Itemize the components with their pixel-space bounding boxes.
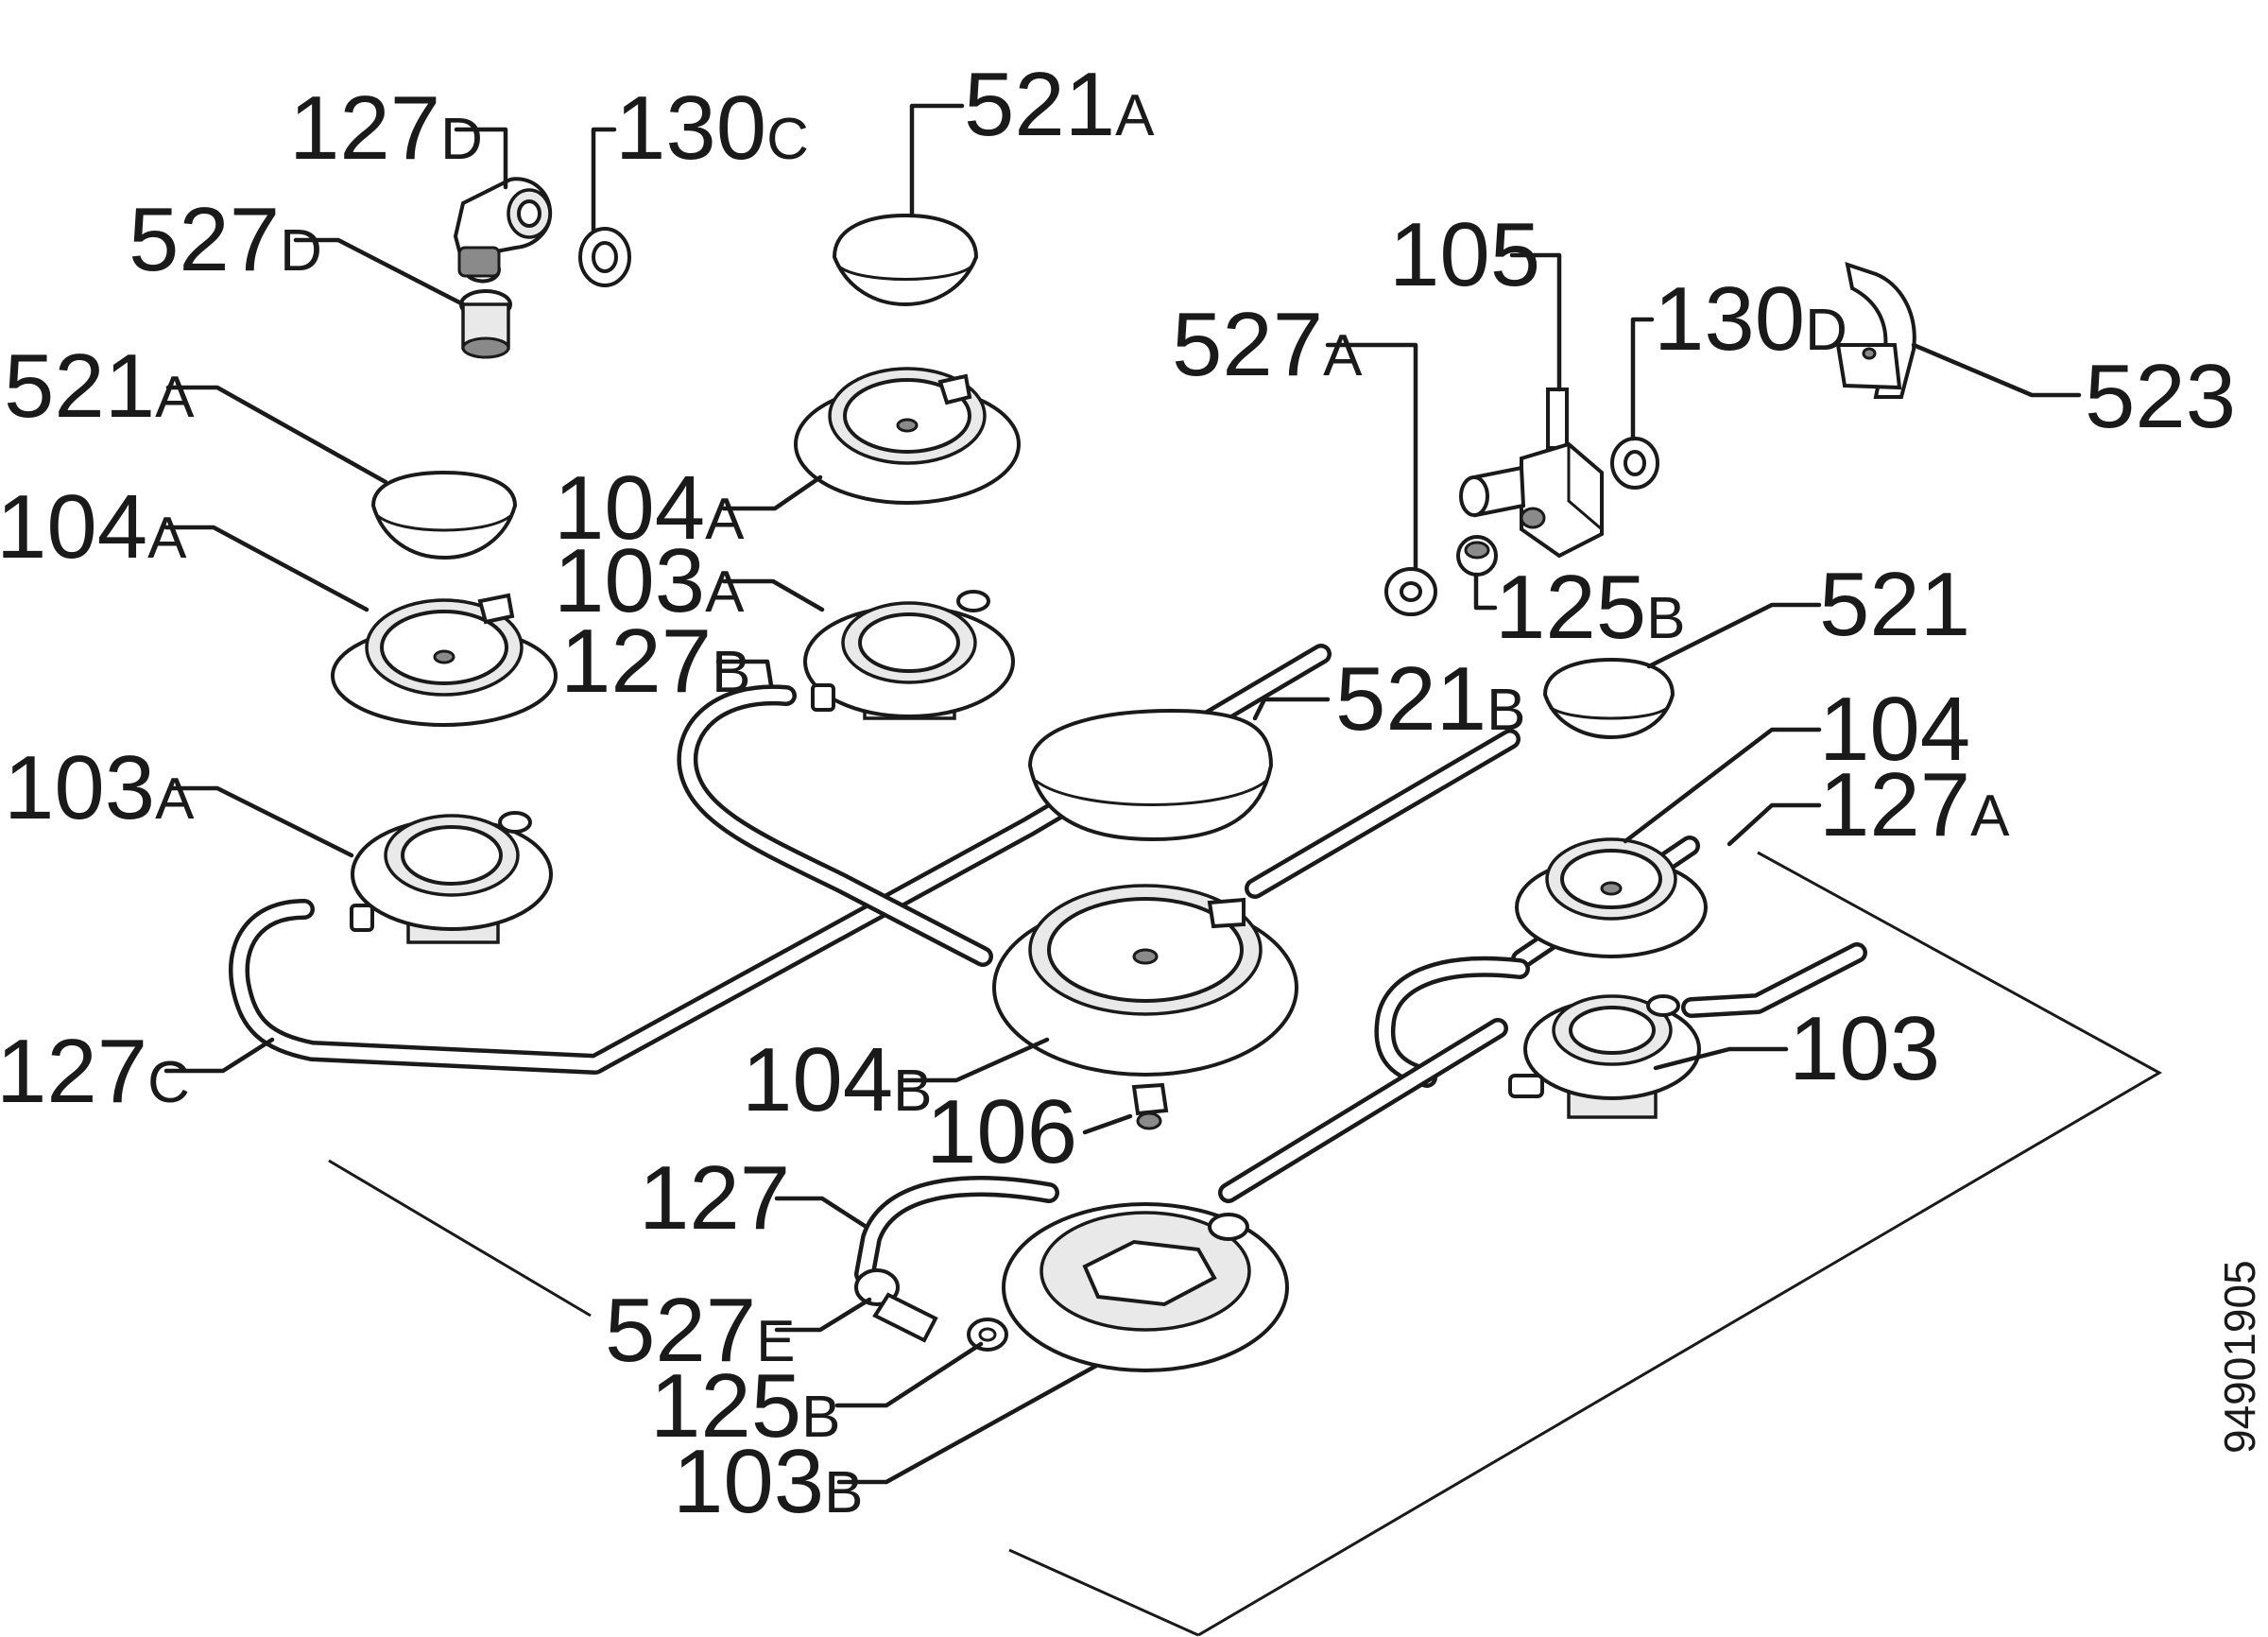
washer-130D [1610, 437, 1659, 490]
label-521A-left: 521A [4, 336, 195, 437]
burner-crown-104 [1515, 837, 1708, 958]
label-127B: 127B [560, 611, 751, 712]
burner-base-103A-left [350, 811, 553, 944]
label-127C: 127C [0, 1021, 190, 1122]
burner-base-103B [1002, 1202, 1289, 1372]
elbow-connector-127D [453, 177, 553, 284]
nut-125B-bottom [967, 1318, 1008, 1352]
label-104B: 104B [742, 1029, 933, 1130]
burner-cap-521A-left [370, 470, 518, 560]
label-130C: 130C [615, 78, 809, 179]
label-104A-left: 104A [0, 476, 187, 577]
gas-pipe-127 [854, 1176, 1059, 1284]
burner-cap-521 [1542, 657, 1675, 740]
label-127: 127 [639, 1147, 790, 1249]
label-104A-mid: 104A [554, 457, 745, 559]
label-103A-mid: 103A [554, 530, 745, 631]
burner-crown-104A-mid [794, 367, 1021, 505]
gas-pipe-127B [677, 684, 993, 967]
label-103A-left: 103A [4, 737, 195, 838]
injector-106 [1131, 1082, 1169, 1130]
washer-130C [578, 227, 631, 287]
nut-125B-top [1456, 535, 1498, 577]
gas-pipe-127C [229, 644, 1332, 1075]
hob-outline [328, 851, 2163, 1637]
nut-527D [459, 289, 512, 359]
label-527A: 527A [1172, 294, 1363, 395]
bracket-523 [1835, 262, 1916, 399]
burner-base-103 [1508, 994, 1701, 1119]
nut-527A [1384, 567, 1437, 616]
burner-base-103A-mid [803, 590, 1015, 720]
burner-cap-521B [1027, 708, 1274, 842]
label-127D: 127D [289, 78, 483, 179]
label-106: 106 [926, 1081, 1077, 1182]
burner-crown-104A-left [331, 593, 558, 727]
label-527D: 527D [129, 189, 322, 290]
label-521B: 521B [1335, 648, 1526, 750]
label-125B-bottom: 125B [650, 1355, 841, 1456]
label-527E: 527E [605, 1280, 796, 1381]
connector-527E [854, 1268, 938, 1343]
burner-crown-104B [992, 884, 1298, 1077]
callout-labels: 127D 130C 521A 527D 521A 104A 104A 103A … [0, 54, 2236, 1532]
leader-lines [163, 103, 2082, 1485]
label-104: 104 [1819, 679, 1970, 780]
label-103B: 103B [673, 1431, 864, 1532]
label-521A-top: 521A [964, 54, 1155, 155]
burner-cap-521A-top [832, 213, 979, 307]
gas-valve-105 [1459, 388, 1604, 559]
label-125B-top: 125B [1495, 557, 1686, 658]
label-127A: 127A [1819, 754, 2010, 855]
label-130D: 130D [1654, 268, 1847, 370]
gas-pipe-main-right [1245, 729, 1521, 899]
label-523: 523 [2085, 346, 2236, 447]
label-105: 105 [1389, 204, 1540, 305]
label-521: 521 [1819, 554, 1970, 655]
label-103: 103 [1789, 998, 1940, 1099]
document-number: 94901905 [2215, 1260, 2264, 1454]
